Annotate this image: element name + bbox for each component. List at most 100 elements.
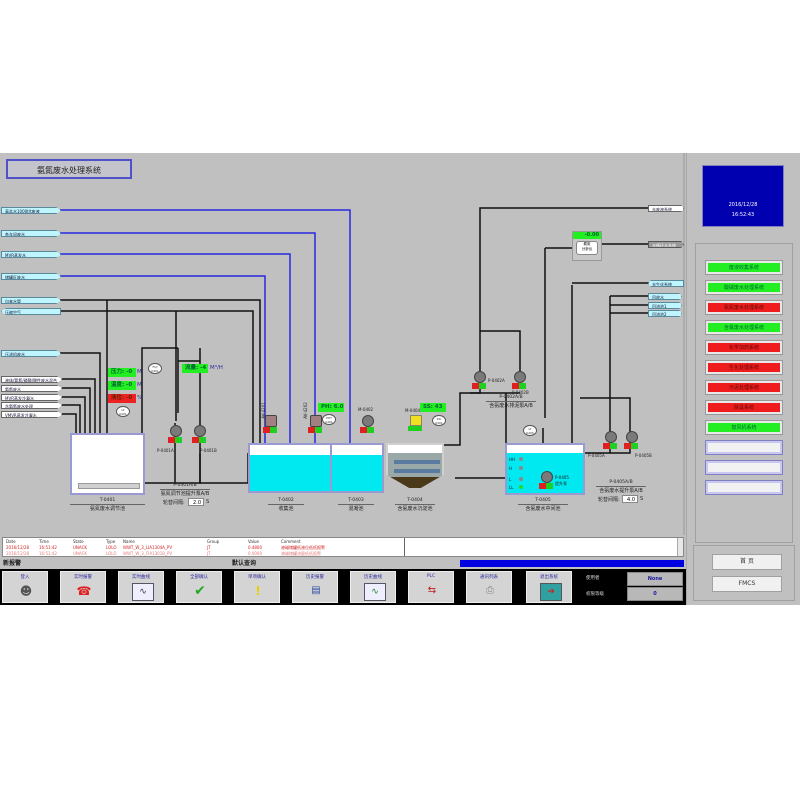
tank-t0401[interactable] <box>70 433 145 495</box>
ack-all-button[interactable]: 全部确认 ✔ <box>176 571 222 603</box>
pump-tag: P-0401A <box>157 448 174 453</box>
flow-meter-icon[interactable]: FIQ 0401 <box>148 363 162 374</box>
alarm-row[interactable]: 2016/12/28 16:51:42 UNACK LOLO WWT_W_3_F… <box>3 551 683 556</box>
ack-single-button[interactable]: 单项确认 ! <box>234 571 280 603</box>
nav-deodorization[interactable]: 除臭系统 <box>705 400 783 415</box>
history-alarm-icon: ▤ <box>311 585 321 596</box>
inlet-tag[interactable]: 高盐水1000t/t废液 <box>1 207 61 214</box>
level-gauge-icon[interactable]: LT 0405 <box>523 425 537 436</box>
pump-icon <box>514 371 526 383</box>
realtime-trend-button[interactable]: 实时曲线 ∿ <box>118 571 164 603</box>
fmcs-button[interactable]: FMCS <box>712 576 782 592</box>
realtime-alarm-button[interactable]: 实时报警 ☎ <box>60 571 106 603</box>
history-trend-button[interactable]: 历史曲线 ∿ <box>350 571 396 603</box>
plc-button[interactable]: PLC ⇆ <box>408 571 454 603</box>
col-comment: Comment <box>281 539 301 544</box>
stop-indicator[interactable] <box>539 483 546 489</box>
stop-indicator[interactable] <box>472 383 479 389</box>
outlet-tag[interactable]: 回收水 <box>648 293 682 300</box>
outlet-tag[interactable]: 去废液系统 <box>648 205 684 212</box>
ss-gauge-icon[interactable]: SSI 0401 <box>432 415 446 426</box>
stop-indicator[interactable] <box>263 427 270 433</box>
inlet-tag[interactable]: 压缩空气 <box>1 308 61 315</box>
nav-ammonia-wastewater[interactable]: 氨氮废水处理系统 <box>705 300 783 315</box>
run-indicator[interactable] <box>519 383 526 389</box>
home-button[interactable]: 首 页 <box>712 554 782 570</box>
inlet-tag[interactable]: 储罐区废水 <box>1 273 61 280</box>
run-indicator[interactable] <box>270 427 277 433</box>
pump-p0402b[interactable] <box>512 371 526 391</box>
outlet-tag[interactable]: 回流池1 <box>648 302 682 309</box>
nav-waste-liquid-collection[interactable]: 废液收集系统 <box>705 260 783 275</box>
outlet-tag[interactable]: 去生化系统 <box>648 280 684 287</box>
stop-indicator[interactable] <box>308 427 315 433</box>
inlet-tag[interactable]: VMVR蒸发冷凝水 <box>1 411 62 418</box>
stop-indicator[interactable] <box>168 437 175 443</box>
nav-empty-slot[interactable] <box>705 480 783 495</box>
ph-gauge-icon[interactable]: PHT 0401 <box>322 414 336 425</box>
stop-indicator[interactable] <box>624 443 631 449</box>
inlet-tag[interactable]: 各车间废水 <box>1 230 61 237</box>
pump-p0402a[interactable] <box>472 371 486 391</box>
nav-empty-slot[interactable] <box>705 440 783 455</box>
inlet-tag[interactable]: MVR蒸发水 <box>1 251 61 258</box>
level-switch-label: HH <box>509 457 516 462</box>
level-gauge-icon[interactable]: LT 0401 <box>116 406 130 417</box>
pump-p0401a[interactable] <box>168 425 182 445</box>
mixer-m0402[interactable] <box>360 415 374 435</box>
valve-av4202[interactable] <box>308 415 322 435</box>
user-label: 使用者 <box>586 576 600 581</box>
nav-empty-slot[interactable] <box>705 460 783 475</box>
alarm-scrollbar[interactable] <box>677 538 683 556</box>
pump-tag: P-0405B <box>635 453 652 458</box>
outlet-tag[interactable]: 去循环水系统 <box>648 241 684 248</box>
tank-t0405[interactable]: HH H L LL P-0405 提升泵 <box>505 443 585 495</box>
stop-indicator[interactable] <box>512 383 519 389</box>
history-alarm-button[interactable]: 历史报警 ▤ <box>292 571 338 603</box>
pump-p0405a[interactable] <box>603 431 617 451</box>
run-indicator[interactable] <box>315 427 322 433</box>
interval-input[interactable]: 2.0 <box>188 498 204 506</box>
run-indicator[interactable] <box>546 483 553 489</box>
interval-input[interactable]: 4.0 <box>622 495 638 503</box>
nav-blower[interactable]: 鼓风机系统 <box>705 420 783 435</box>
inlet-tag[interactable]: 液体/氨氮/磷酸/酸性废水混合 <box>1 376 62 383</box>
inlet-tag[interactable]: 压滤机废水 <box>1 350 61 357</box>
run-indicator[interactable] <box>175 437 182 443</box>
stop-indicator[interactable] <box>603 443 610 449</box>
login-button[interactable]: 登入 ☻ <box>2 571 48 603</box>
alarm-row[interactable]: 2016/12/28 16:51:42 UNACK LOLO WWT_W_3_L… <box>3 545 683 551</box>
pump-p0405[interactable] <box>539 471 553 491</box>
alarm-table[interactable]: Date Time State Type Name Group Value Co… <box>2 537 684 557</box>
ack-query-label[interactable]: 默认查询 <box>232 560 257 567</box>
run-indicator[interactable] <box>408 426 422 431</box>
run-indicator[interactable] <box>479 383 486 389</box>
exit-button[interactable]: 退出系统 ➜ <box>526 571 572 603</box>
tank-name: 混凝池 <box>338 504 374 512</box>
pump-group-id: P-0405A/B <box>609 480 633 485</box>
inlet-tag[interactable]: 氨氮废水 <box>1 385 62 392</box>
tank-t0402-t0403[interactable] <box>248 443 384 493</box>
run-indicator[interactable] <box>631 443 638 449</box>
inlet-tag[interactable]: 自来水管 <box>1 297 61 304</box>
run-indicator[interactable] <box>610 443 617 449</box>
mixer-motor-icon[interactable] <box>410 415 422 426</box>
ammonia-analyzer[interactable]: -0.00 氨氮 分析仪 <box>572 231 602 261</box>
outlet-tag[interactable]: 回流池2 <box>648 310 682 317</box>
pump-p0401b[interactable] <box>192 425 206 445</box>
pump-p0405b[interactable] <box>624 431 638 451</box>
nav-chemical-dosing[interactable]: 化学加药系统 <box>705 340 783 355</box>
comm-list-button[interactable]: 通讯列表 ⎙ <box>466 571 512 603</box>
nav-sludge[interactable]: 污泥处理系统 <box>705 380 783 395</box>
valve-av4201[interactable] <box>263 415 277 435</box>
stop-indicator[interactable] <box>360 427 367 433</box>
inlet-tag[interactable]: 含氨氮废水处理 <box>1 402 62 409</box>
stop-indicator[interactable] <box>192 437 199 443</box>
nav-biochemical[interactable]: 生化处理系统 <box>705 360 783 375</box>
inlet-tag[interactable]: MVR蒸发冷凝水 <box>1 394 62 401</box>
run-indicator[interactable] <box>367 427 374 433</box>
nav-fluoride-wastewater[interactable]: 含氟废水处理系统 <box>705 320 783 335</box>
col-value: Value <box>248 539 259 544</box>
run-indicator[interactable] <box>199 437 206 443</box>
nav-acid-alkali-wastewater[interactable]: 酸碱废水处理系统 <box>705 280 783 295</box>
